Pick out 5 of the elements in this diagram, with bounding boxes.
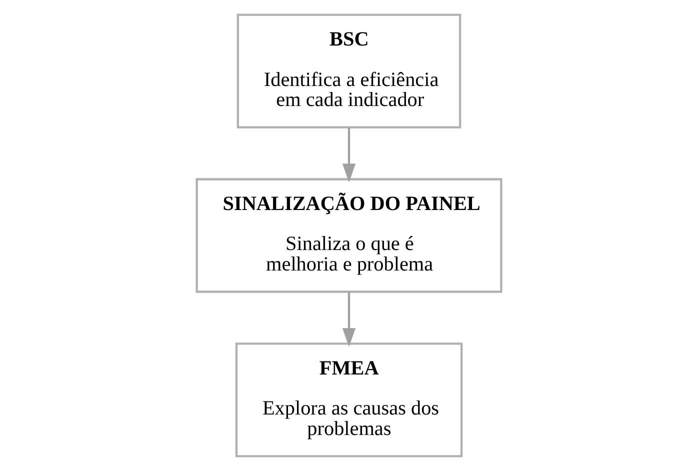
node-box: BSC Identifica a eficiência em cada indicador — [236, 13, 461, 128]
node-box: SINALIZAÇÃO DO PAINEL Sinaliza o que é melhoria e problema — [195, 178, 502, 292]
arrow — [342, 127, 356, 182]
node-box: FMEA Explora as causas dos problemas — [234, 342, 462, 457]
arrow — [342, 292, 356, 346]
